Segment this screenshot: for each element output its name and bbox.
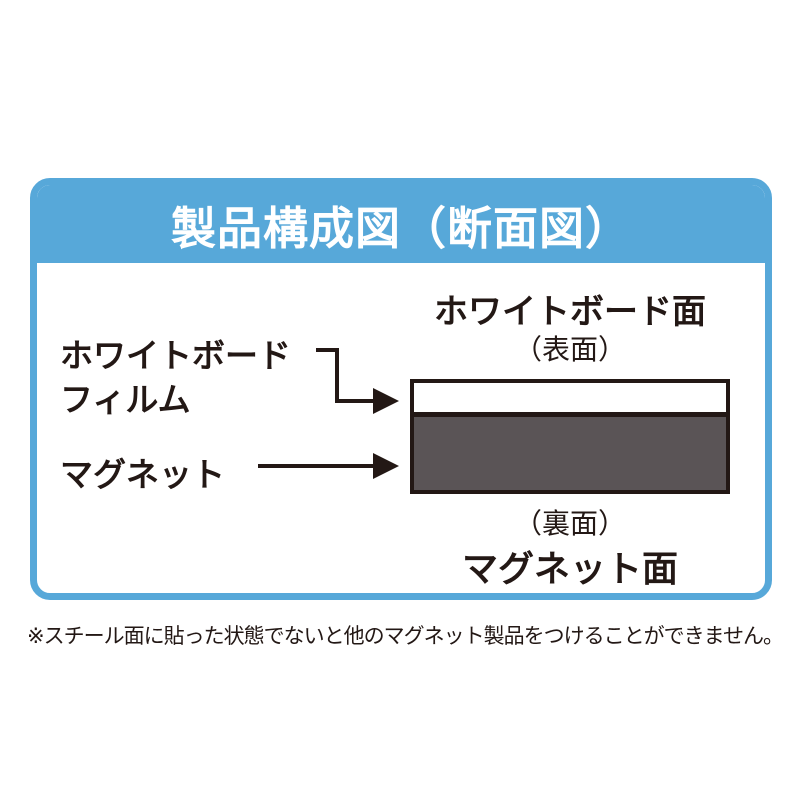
magnet-arrow-icon [373,453,399,479]
label-whiteboard-film: ホワイトボード フィルム [60,334,291,422]
label-whiteboard-film-line2: フィルム [60,381,191,418]
magnet-connector-line [258,464,378,468]
page-title: 製品構成図（断面図） [170,202,631,254]
label-front-side: （表面） [513,334,626,365]
layer-divider [414,412,726,417]
cross-section-box [410,379,730,494]
film-connector-line-bottom [335,399,375,403]
label-magnet-surface: マグネット面 [461,548,678,589]
label-magnet: マグネット [60,456,225,493]
label-whiteboard-surface: ホワイトボード面 [434,293,706,331]
label-back-side: （裏面） [513,508,626,539]
magnet-layer [414,417,726,490]
panel-header: 製品構成図（断面図） [37,185,765,263]
film-connector-line-top [316,348,339,352]
footnote: ※スチール面に貼った状態でないと他のマグネット製品をつけることができません。 [27,625,784,648]
label-whiteboard-film-line1: ホワイトボード [60,337,291,374]
film-connector-line-vertical [335,348,339,403]
whiteboard-film-layer [414,383,726,412]
film-arrow-icon [373,388,399,414]
